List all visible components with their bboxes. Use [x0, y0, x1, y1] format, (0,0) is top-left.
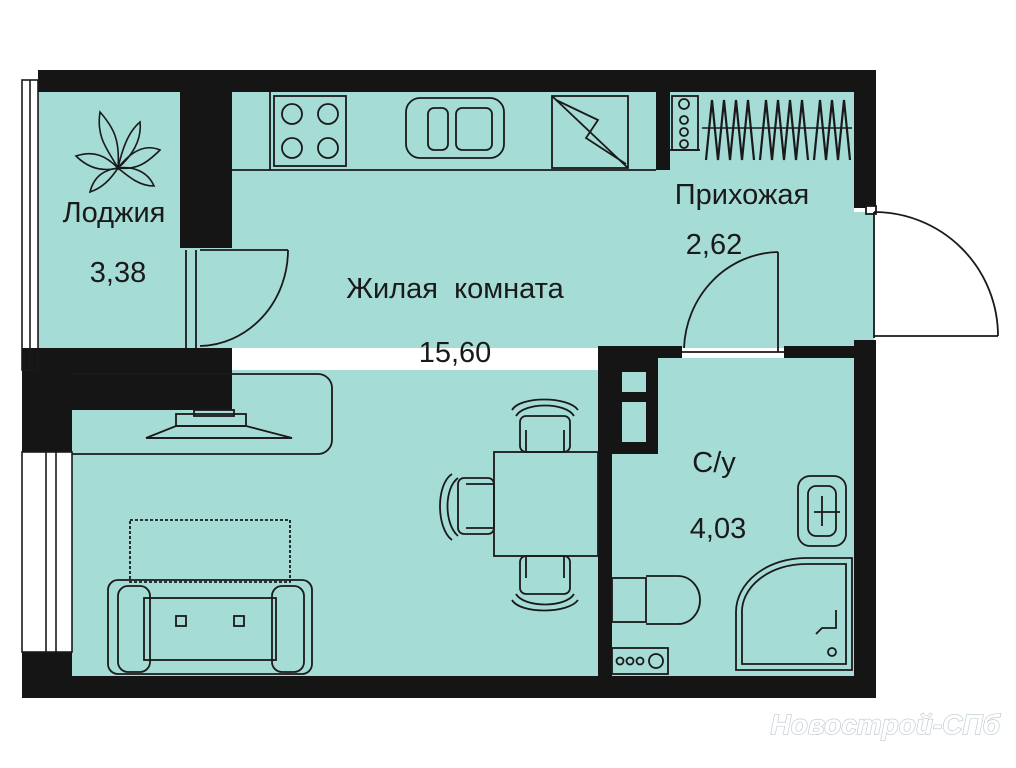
windows [21, 79, 73, 653]
tv-icon [145, 409, 293, 439]
living-room-name: Жилая комната [346, 273, 564, 305]
wall-right-lower [854, 340, 876, 698]
floor-areas [38, 92, 874, 676]
bathroom-door-icon [682, 251, 784, 353]
washing-machine-icon [611, 647, 669, 675]
entrance-floor [850, 212, 874, 342]
shower-icon [735, 557, 853, 671]
room-labels: Лоджия 3,38 Жилая комната 15,60 Прихожая… [63, 179, 810, 545]
living-floor [232, 92, 854, 348]
dining-table-icon [439, 398, 599, 612]
washbasin-icon [797, 475, 847, 547]
bathroom-area: 4,03 [690, 513, 746, 545]
watermark: Новострой-СПб [771, 709, 1001, 740]
chair-icon [511, 555, 579, 612]
loggia-door-icon [185, 249, 289, 348]
entrance-door-icon [865, 205, 999, 338]
wall-right-upper [854, 70, 876, 208]
wall-bathroom-top-b [784, 346, 864, 358]
tv-stand [72, 373, 333, 455]
walls [22, 70, 876, 698]
niche-inner-2 [622, 402, 646, 442]
bathroom-fixtures [611, 475, 853, 675]
bathroom-name: С/у [692, 447, 736, 479]
wall-bathroom-top-a [598, 346, 682, 358]
wall-left-stub [22, 370, 72, 452]
dishwasher-icon [551, 95, 629, 169]
chair-icon [511, 398, 579, 453]
plant-icon [74, 110, 162, 194]
loggia-area: 3,38 [90, 257, 146, 289]
living-room-area: 15,60 [419, 337, 492, 369]
hallway-area: 2,62 [686, 229, 742, 261]
wall-kitchen-partition [656, 92, 670, 170]
wall-bottom [22, 676, 876, 698]
niche-inner [622, 372, 646, 392]
wardrobe-icon [702, 99, 852, 161]
loggia-name: Лоджия [63, 197, 166, 229]
wall-loggia-divider [180, 70, 232, 248]
stove-icon [273, 95, 347, 167]
toilet-icon [611, 575, 701, 625]
living-window [21, 451, 73, 653]
kitchen-counter [232, 92, 700, 171]
sink-icon [405, 97, 505, 159]
chair-icon [439, 473, 495, 541]
hallway-name: Прихожая [675, 179, 809, 211]
loggia-floor [38, 92, 180, 370]
wall-top [38, 70, 876, 92]
sofa-icon [107, 519, 313, 675]
doorway-floor [180, 248, 236, 348]
living-floor-lower [70, 370, 600, 676]
wall-bathroom-left [598, 346, 612, 698]
